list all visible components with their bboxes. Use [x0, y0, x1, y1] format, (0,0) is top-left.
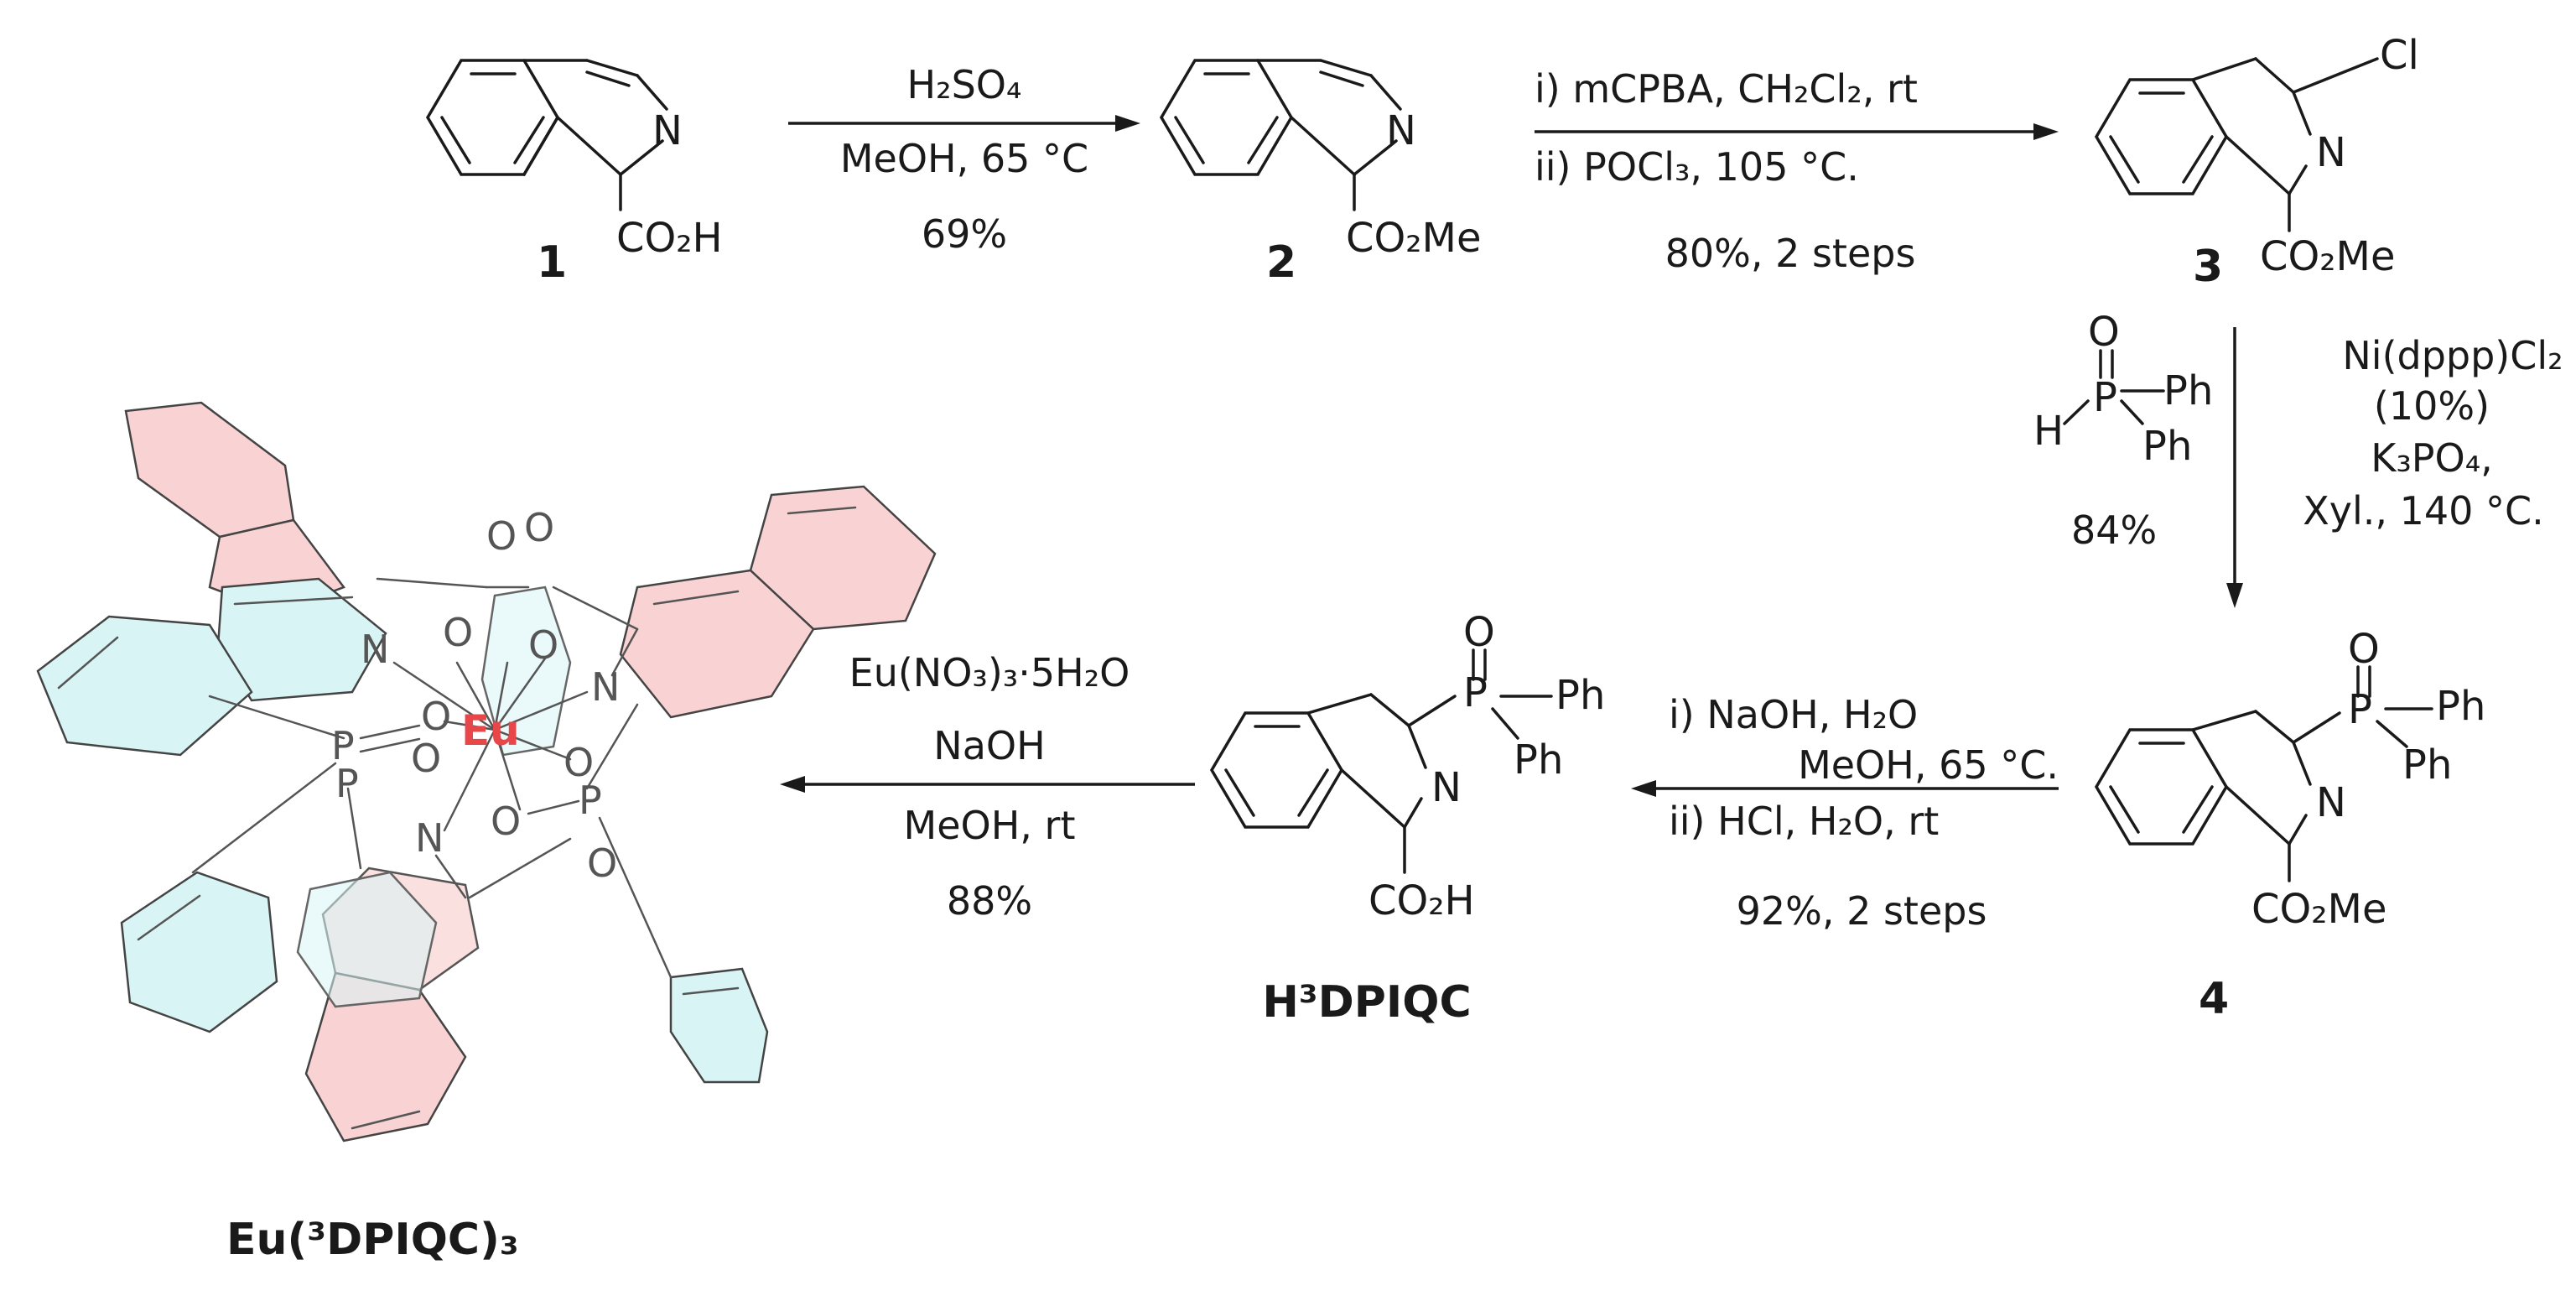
- ligand-phenyl-2: Ph: [1514, 736, 1563, 783]
- step4-yield: 92%, 2 steps: [1737, 888, 1987, 934]
- reagent-hydrogen: H: [2033, 408, 2064, 455]
- complex-oxygen-4: O: [528, 622, 558, 668]
- reagent-phenyl-1: Ph: [2163, 367, 2213, 414]
- step2-oxidation: i) mCPBA, CH₂Cl₂, rt: [1535, 66, 1918, 112]
- complex-nitrogen-3: N: [415, 815, 444, 861]
- compound-1-structure: [425, 59, 668, 211]
- step5-yield: 88%: [947, 878, 1032, 924]
- complex-phosphorus-1: P: [331, 723, 355, 768]
- compound-2-number: 2: [1266, 237, 1296, 288]
- step1-yield: 69%: [922, 211, 1007, 257]
- complex-oxygen-3: O: [443, 610, 473, 655]
- step5-europium-salt: Eu(NO₃)₃·5H₂O: [849, 650, 1130, 695]
- reagent-phenyl-2: Ph: [2142, 423, 2192, 470]
- compound-1-number: 1: [537, 237, 567, 288]
- compound-4-phenyl-2: Ph: [2402, 742, 2452, 789]
- complex-oxygen-5: O: [421, 694, 451, 739]
- complex-europium-center: Eu: [461, 706, 520, 755]
- complex-cyan-ring-3: [120, 871, 278, 1033]
- step3-loading: (10%): [2374, 383, 2490, 429]
- complex-oxygen-7: O: [564, 740, 594, 785]
- step4-acidification: ii) HCl, H₂O, rt: [1669, 799, 1939, 844]
- compound-4-phenyl-1: Ph: [2436, 683, 2485, 730]
- compound-2-ester: CO₂Me: [1346, 215, 1481, 262]
- complex-oxygen-9: O: [587, 841, 617, 886]
- complex-oxygen-2: O: [524, 505, 554, 550]
- step3-base: K₃PO₄,: [2371, 435, 2493, 481]
- step3-catalyst: Ni(dppp)Cl₂: [2342, 333, 2563, 378]
- compound-4-phosphoryl-oxygen: O: [2348, 626, 2380, 673]
- europium-complex-structure: [36, 401, 937, 1142]
- complex-pink-ring-2b: [619, 569, 815, 719]
- ligand-phosphoryl-oxygen: O: [1463, 609, 1495, 656]
- complex-cyan-ring-4: [296, 871, 438, 1008]
- step5-base: NaOH: [933, 723, 1045, 768]
- reagent-phosphorus: P: [2093, 374, 2117, 421]
- complex-name: Eu(³DPIQC)₃: [226, 1215, 519, 1265]
- step4-solvent: MeOH, 65 °C.: [1798, 742, 2059, 788]
- complex-cyan-ring-6: [480, 586, 572, 757]
- compound-4-ring-nitrogen: N: [2316, 779, 2346, 826]
- step1-arrowhead: [1115, 115, 1140, 132]
- compound-3-number: 3: [2193, 242, 2223, 292]
- compound-4-structure: [2094, 665, 2433, 882]
- ligand-phenyl-1: Ph: [1555, 672, 1605, 719]
- complex-oxygen-1: O: [486, 513, 517, 559]
- step4-hydrolysis: i) NaOH, H₂O: [1669, 692, 1918, 737]
- ligand-ring-nitrogen: N: [1431, 764, 1462, 811]
- step3-yield: 84%: [2071, 507, 2157, 553]
- complex-phosphorus-2: P: [335, 761, 359, 806]
- complex-phosphorus-3: P: [579, 778, 602, 823]
- step1-solvent: MeOH, 65 °C: [840, 136, 1088, 181]
- step5-arrowhead: [780, 776, 805, 793]
- ligand-structure: [1209, 648, 1553, 874]
- step5-solvent: MeOH, rt: [904, 803, 1076, 848]
- complex-oxygen-6: O: [411, 736, 441, 781]
- complex-cyan-ring-2: [36, 615, 253, 757]
- compound-2-ring-nitrogen: N: [1386, 107, 1416, 154]
- compound-1-carboxylic-acid: CO₂H: [616, 215, 723, 262]
- compound-1-ring-nitrogen: N: [652, 107, 683, 154]
- step3-conditions: Xyl., 140 °C.: [2303, 488, 2544, 533]
- compound-4-number: 4: [2199, 974, 2229, 1024]
- compound-3-structure: [2094, 57, 2379, 232]
- complex-oxygen-8: O: [491, 799, 521, 844]
- compound-4-phosphorus: P: [2348, 686, 2372, 733]
- complex-nitrogen-1: N: [361, 627, 389, 672]
- compound-3-chlorine: Cl: [2380, 32, 2419, 79]
- compound-3-ester: CO₂Me: [2260, 233, 2395, 280]
- step3-arrowhead: [2226, 583, 2243, 608]
- step2-arrowhead: [2033, 123, 2059, 140]
- compound-3-ring-nitrogen: N: [2316, 129, 2346, 176]
- compound-4-ester: CO₂Me: [2251, 886, 2386, 933]
- ligand-carboxylic-acid: CO₂H: [1368, 877, 1475, 924]
- step2-chlorination: ii) POCl₃, 105 °C.: [1535, 144, 1859, 190]
- step4-arrowhead: [1631, 780, 1656, 797]
- step2-yield: 80%, 2 steps: [1665, 231, 1916, 276]
- compound-2-structure: [1159, 59, 1402, 211]
- reagent-phosphoryl-oxygen: O: [2088, 309, 2120, 356]
- complex-pink-ring-1a: [124, 401, 295, 539]
- step1-reagent: H₂SO₄: [907, 62, 1022, 107]
- ligand-name: H³DPIQC: [1262, 977, 1471, 1028]
- complex-cyan-ring-5: [669, 967, 769, 1084]
- complex-nitrogen-2: N: [591, 664, 620, 710]
- ligand-phosphorus: P: [1463, 669, 1488, 716]
